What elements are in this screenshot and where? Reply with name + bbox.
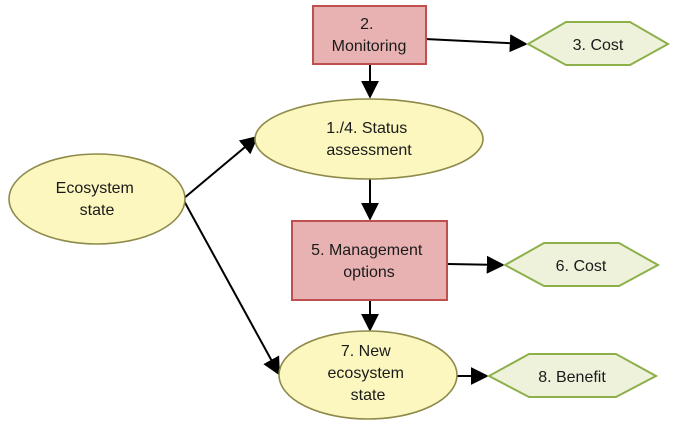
new-ecosystem-state-label: 7. New ecosystem state [328, 343, 409, 404]
new-ecosystem-state-line-2: ecosystem [328, 365, 404, 382]
status-assessment-label: 1./4. Status assessment [326, 120, 412, 159]
node-ecosystem-state: Ecosystem state [8, 153, 186, 245]
ecosystem-state-line-1: Ecosystem [56, 180, 134, 197]
new-ecosystem-state-line-1: 7. New [341, 343, 391, 360]
cost-management-shape [502, 242, 661, 287]
monitoring-line-1: 2. [360, 16, 373, 33]
cost-monitoring-shape [525, 21, 671, 66]
node-monitoring: 2. Monitoring [312, 5, 427, 65]
node-new-ecosystem-state: 7. New ecosystem state [278, 330, 458, 420]
cost-management-label: 6. Cost [556, 258, 607, 275]
ecosystem-state-shape [8, 153, 186, 245]
new-ecosystem-state-line-3: state [351, 387, 386, 404]
benefit-shape [486, 353, 659, 398]
node-management-options: 5. Management options [291, 220, 448, 301]
management-options-shape [291, 220, 448, 301]
status-assessment-line-1: 1./4. Status [326, 120, 407, 137]
new-ecosystem-state-shape [278, 330, 458, 420]
monitoring-label: 2. Monitoring [332, 16, 407, 55]
node-cost-monitoring: 3. Cost [525, 21, 671, 66]
cost-monitoring-label: 3. Cost [573, 37, 624, 54]
management-options-label: 5. Management options [311, 242, 427, 281]
monitoring-shape [312, 5, 427, 65]
benefit-label: 8. Benefit [538, 369, 606, 386]
edges [182, 34, 528, 385]
node-cost-management: 6. Cost [502, 242, 661, 287]
arrow-ecosystem-to-status-assessment [182, 135, 259, 200]
management-options-line-2: options [343, 264, 395, 281]
arrow-monitoring-to-cost [424, 34, 528, 53]
ecosystem-state-label: Ecosystem state [56, 180, 139, 219]
status-assessment-line-2: assessment [326, 142, 412, 159]
management-options-line-1: 5. Management [311, 242, 423, 259]
ecosystem-state-line-2: state [80, 202, 115, 219]
arrow-management-options-to-cost [447, 255, 505, 274]
arrow-ecosystem-to-new-ecosystem-state [182, 198, 280, 376]
node-status-assessment: 1./4. Status assessment [254, 98, 484, 180]
monitoring-line-2: Monitoring [332, 38, 407, 55]
status-assessment-shape [254, 98, 484, 180]
node-benefit: 8. Benefit [486, 353, 659, 398]
